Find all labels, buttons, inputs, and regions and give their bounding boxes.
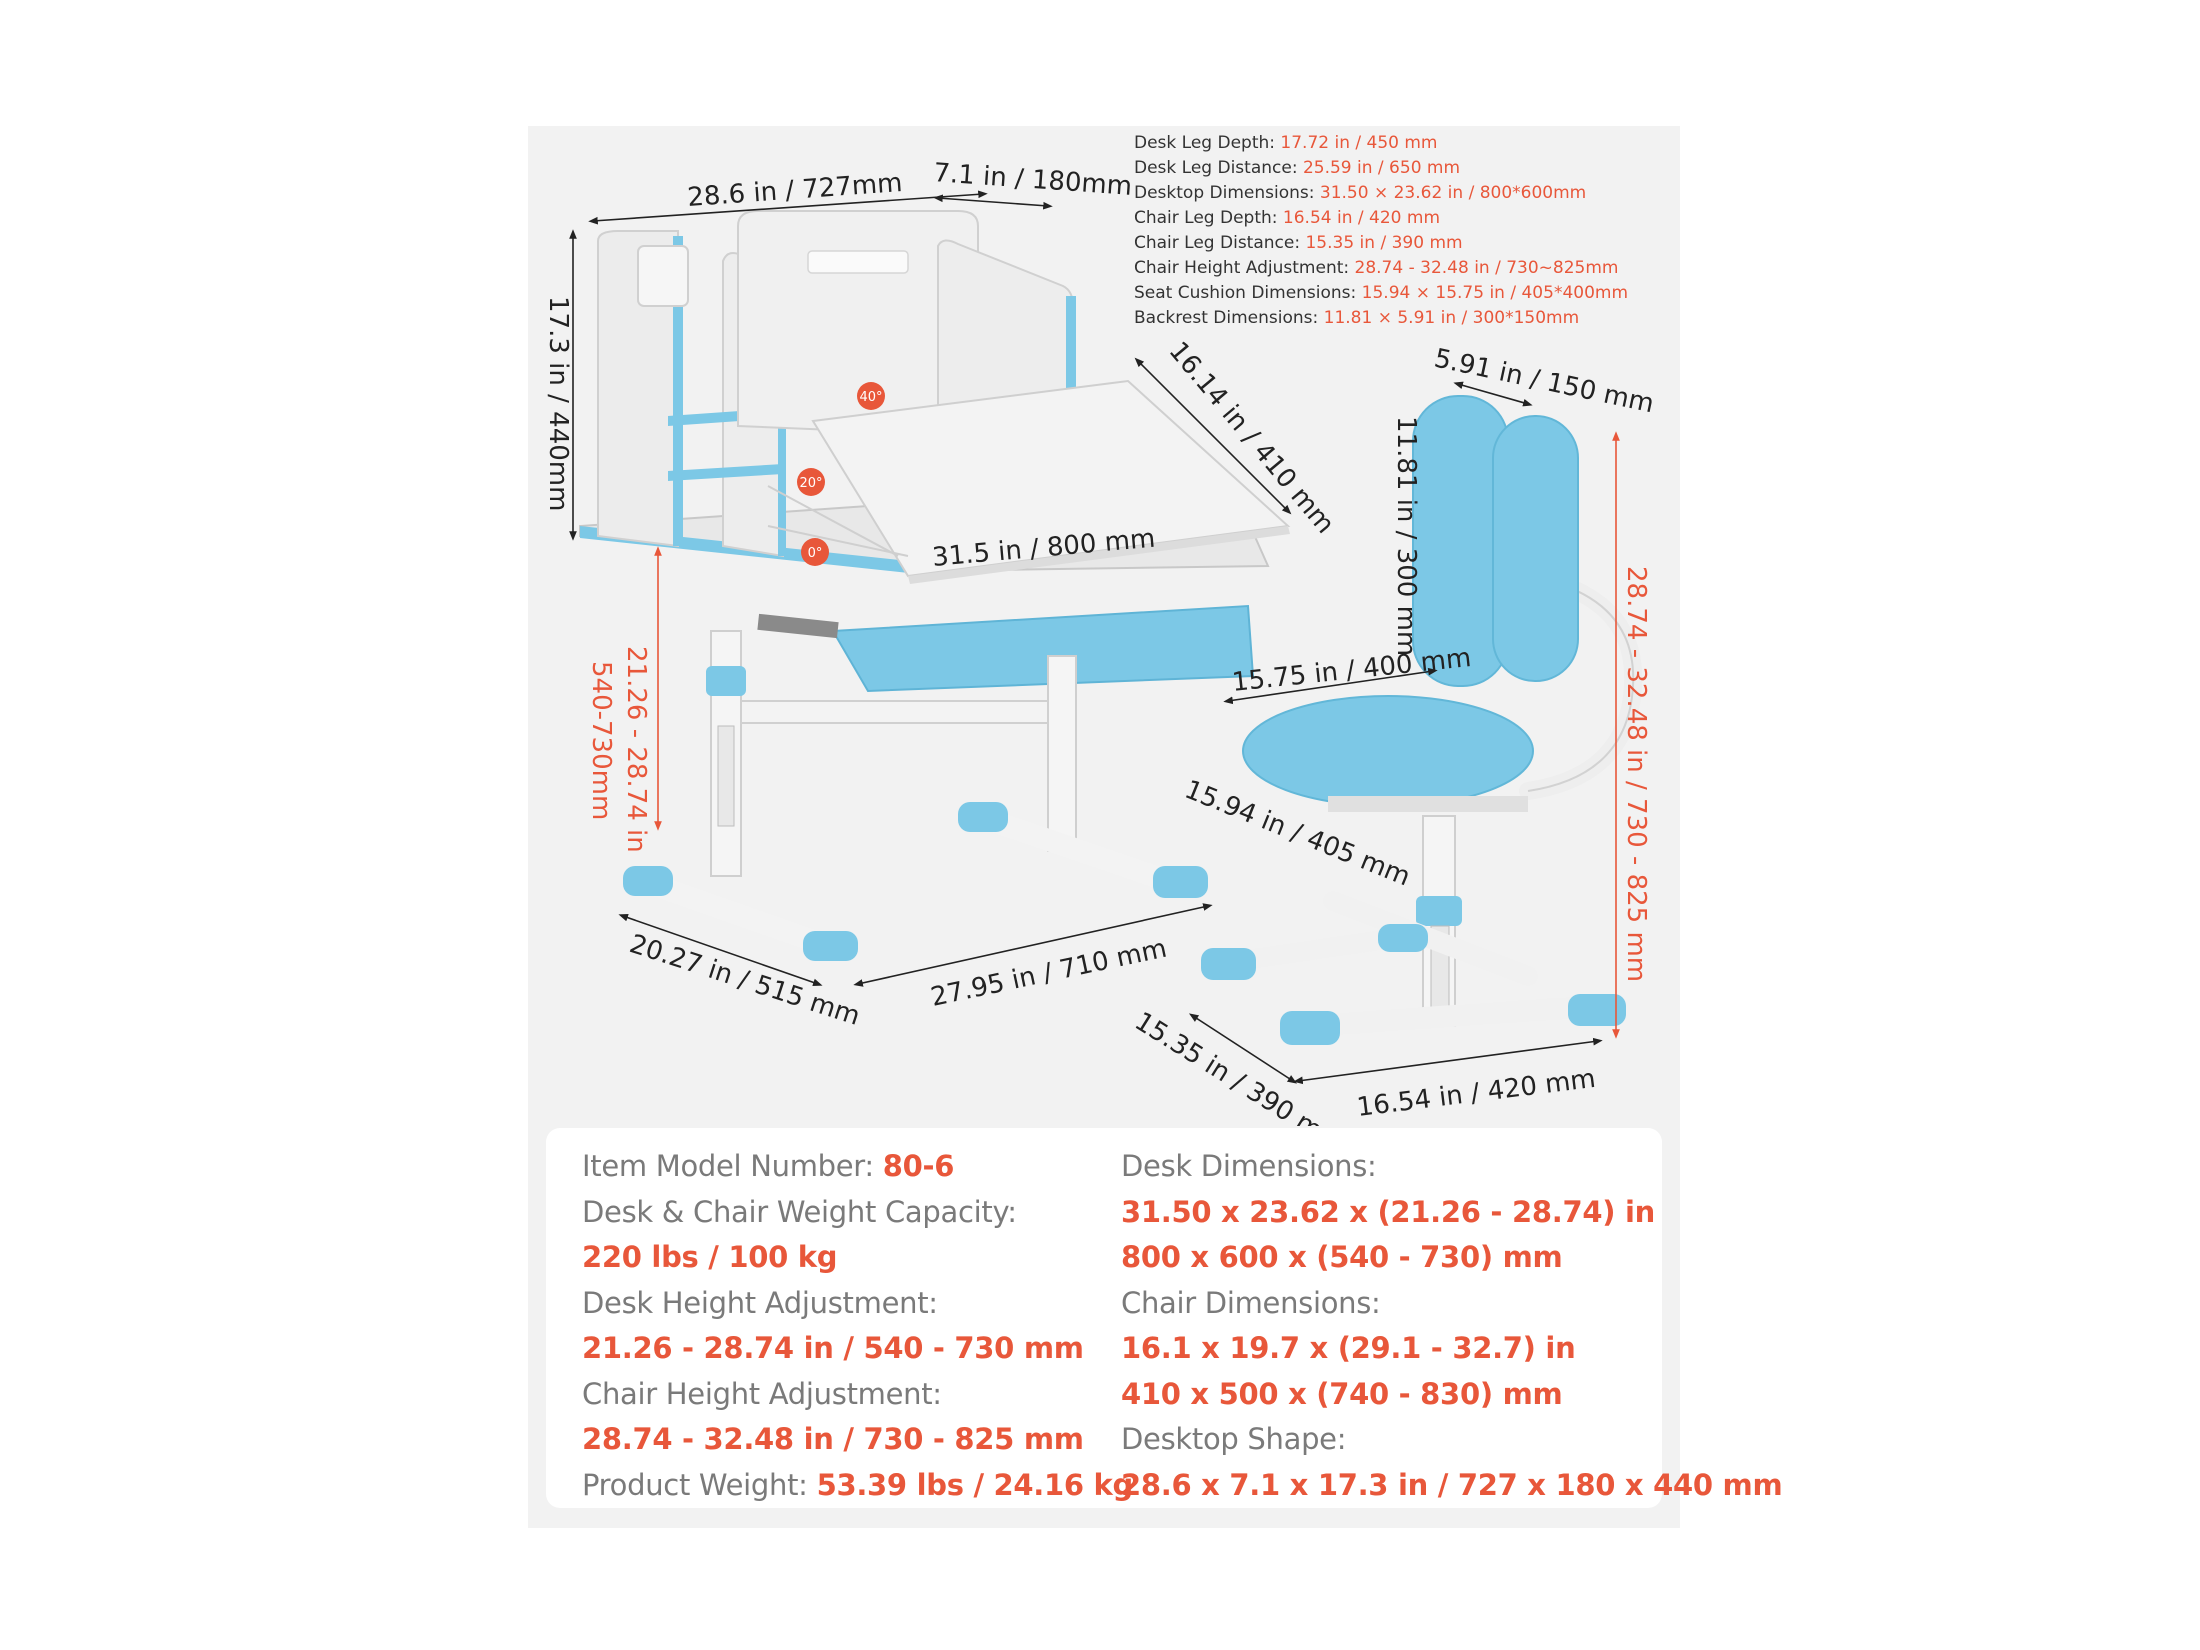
spec-label: Desktop Dimensions: bbox=[1134, 183, 1320, 203]
capacity-label: Desk & Chair Weight Capacity: bbox=[582, 1194, 1017, 1229]
details-right-column: Desk Dimensions: 31.50 x 23.62 x (21.26 … bbox=[1121, 1144, 1783, 1508]
chair-dim-label: Chair Dimensions: bbox=[1121, 1285, 1381, 1320]
dim-chair-leg-depth: 16.54 in / 420 mm bbox=[1355, 1064, 1597, 1123]
drawer-rail bbox=[757, 613, 839, 639]
angle-40: 40° bbox=[859, 390, 882, 405]
dim-seat-width: 15.75 in / 400 mm bbox=[1231, 643, 1473, 698]
shape-value: 28.6 x 7.1 x 17.3 in / 727 x 180 x 440 m… bbox=[1121, 1467, 1783, 1502]
spec-value: 25.59 in / 650 mm bbox=[1302, 158, 1461, 178]
spec-line: Desktop Dimensions: 31.50 × 23.62 in / 8… bbox=[1134, 181, 1674, 206]
desk-dim-label: Desk Dimensions: bbox=[1121, 1149, 1377, 1183]
desk-foot-cap-3 bbox=[958, 802, 1008, 832]
back-board-slot bbox=[807, 250, 909, 274]
chair-adjust-label: Chair Height Adjustment: bbox=[582, 1376, 942, 1411]
angle-0: 0° bbox=[808, 546, 823, 561]
chair-drawing bbox=[1201, 395, 1643, 1045]
angle-guide-0 bbox=[767, 525, 909, 557]
angle-guide-20 bbox=[767, 485, 899, 557]
spec-label: Desk Leg Distance: bbox=[1134, 158, 1303, 178]
desk-drawing bbox=[579, 210, 1291, 961]
drawer bbox=[831, 604, 1255, 693]
dim-desk-leg-distance: 27.95 in / 710 mm bbox=[928, 934, 1169, 1013]
capacity-value: 220 lbs / 100 kg bbox=[582, 1240, 838, 1274]
spec-value: 15.94 × 15.75 in / 405*400mm bbox=[1361, 283, 1629, 303]
spec-value: 11.81 × 5.91 in / 300*150mm bbox=[1323, 308, 1580, 328]
weight-row: Product Weight: 53.39 lbs / 24.16 kg bbox=[582, 1463, 1133, 1509]
chair-foot-cap-4 bbox=[1568, 994, 1626, 1026]
dimension-labels-red: 21.26 - 28.74 in 540-730mm 28.74 - 32.48… bbox=[586, 566, 1651, 982]
desk-height-scale bbox=[717, 725, 735, 827]
dim-backrest-height: 11.81 in / 300 mm bbox=[1391, 416, 1421, 656]
angle-20: 20° bbox=[799, 476, 822, 491]
spec-label: Seat Cushion Dimensions: bbox=[1134, 283, 1362, 303]
spec-label: Chair Leg Distance: bbox=[1134, 233, 1306, 253]
chair-support-arm-outline bbox=[1527, 575, 1635, 792]
dim-shelf-height: 17.3 in / 440mm bbox=[543, 296, 573, 511]
model-row: Item Model Number: 80-6 bbox=[582, 1144, 1102, 1190]
weight-label: Product Weight: bbox=[582, 1467, 817, 1502]
spec-line: Chair Leg Distance: 15.35 in / 390 mm bbox=[1134, 231, 1674, 256]
tilting-desktop-edge bbox=[908, 526, 1290, 584]
spec-label: Desk Leg Depth: bbox=[1134, 133, 1281, 153]
model-label: Item Model Number: bbox=[582, 1149, 883, 1183]
spec-label: Backrest Dimensions: bbox=[1134, 308, 1324, 328]
spec-line: Desk Leg Depth: 17.72 in / 450 mm bbox=[1134, 131, 1674, 156]
desk-foot-cap-2 bbox=[803, 931, 858, 961]
spec-line: Desk Leg Distance: 25.59 in / 650 mm bbox=[1134, 156, 1674, 181]
chair-foot-cap-2 bbox=[1378, 924, 1428, 952]
shape-label: Desktop Shape: bbox=[1121, 1422, 1347, 1456]
chair-adjust-value: 28.74 - 32.48 in / 730 - 825 mm bbox=[582, 1422, 1084, 1456]
dimension-lines bbox=[569, 190, 1603, 1085]
chair-dim-mm: 410 x 500 x (740 - 830) mm bbox=[1121, 1376, 1563, 1411]
desk-foot-right bbox=[967, 805, 1179, 892]
model-value: 80-6 bbox=[882, 1149, 955, 1183]
hutch-left-edge bbox=[673, 236, 683, 546]
product-illustration: 40° 20° 0° bbox=[543, 158, 1657, 1126]
chair-foot-right bbox=[1297, 995, 1609, 1037]
chair-base-crossbar bbox=[1323, 891, 1538, 986]
dim-desk-height-mm: 540-730mm bbox=[586, 661, 616, 820]
angle-badges: 40° 20° 0° bbox=[797, 382, 885, 566]
desk-adjust-value: 21.26 - 28.74 in / 540 - 730 mm bbox=[582, 1331, 1084, 1365]
spec-line: Backrest Dimensions: 11.81 × 5.91 in / 3… bbox=[1134, 306, 1674, 331]
dim-desk-height-in: 21.26 - 28.74 in bbox=[621, 646, 651, 853]
spec-label: Chair Height Adjustment: bbox=[1134, 258, 1355, 278]
desk-leg-right bbox=[1047, 655, 1077, 852]
details-card: Item Model Number: 80-6 Desk & Chair Wei… bbox=[546, 1128, 1783, 1509]
backrest-right bbox=[1492, 415, 1579, 682]
desk-foot-cap-4 bbox=[1153, 866, 1208, 898]
chair-column-collar bbox=[1416, 896, 1462, 926]
shelf-2 bbox=[668, 464, 783, 481]
seat-cushion bbox=[1242, 695, 1534, 807]
desk-leg-left-collar bbox=[706, 666, 746, 696]
seat-frame bbox=[1328, 796, 1528, 812]
desk-adjust-label: Desk Height Adjustment: bbox=[582, 1285, 938, 1320]
spec-value: 31.50 × 23.62 in / 800*600mm bbox=[1319, 183, 1587, 203]
spec-value: 15.35 in / 390 mm bbox=[1305, 233, 1463, 253]
chair-dim-in: 16.1 x 19.7 x (29.1 - 32.7) in bbox=[1121, 1331, 1576, 1365]
dimension-lines-red bbox=[654, 431, 1620, 1039]
desk-dim-mm: 800 x 600 x (540 - 730) mm bbox=[1121, 1240, 1563, 1274]
desk-foot-cap-1 bbox=[623, 866, 673, 896]
details-left-column: Item Model Number: 80-6 Desk & Chair Wei… bbox=[582, 1144, 1133, 1509]
spec-label: Chair Leg Depth: bbox=[1134, 208, 1283, 228]
product-panel: 40° 20° 0° bbox=[528, 126, 1783, 1528]
spec-value: 17.72 in / 450 mm bbox=[1280, 133, 1438, 153]
spec-line: Chair Leg Depth: 16.54 in / 420 mm bbox=[1134, 206, 1674, 231]
spec-line: Chair Height Adjustment: 28.74 - 32.48 i… bbox=[1134, 256, 1674, 281]
spec-value: 16.54 in / 420 mm bbox=[1282, 208, 1440, 228]
desk-crossbar bbox=[740, 700, 1049, 724]
chair-foot-cap-1 bbox=[1201, 948, 1256, 980]
weight-value: 53.39 lbs / 24.16 kg bbox=[816, 1467, 1134, 1502]
spec-line: Seat Cushion Dimensions: 15.94 × 15.75 i… bbox=[1134, 281, 1674, 306]
desk-dim-in: 31.50 x 23.62 x (21.26 - 28.74) in bbox=[1121, 1194, 1655, 1229]
spec-value: 28.74 - 32.48 in / 730~825mm bbox=[1354, 258, 1619, 278]
dim-chair-height: 28.74 - 32.48 in / 730 - 825 mm bbox=[1621, 566, 1651, 982]
chair-foot-cap-3 bbox=[1280, 1011, 1340, 1045]
pen-holder bbox=[637, 245, 689, 307]
